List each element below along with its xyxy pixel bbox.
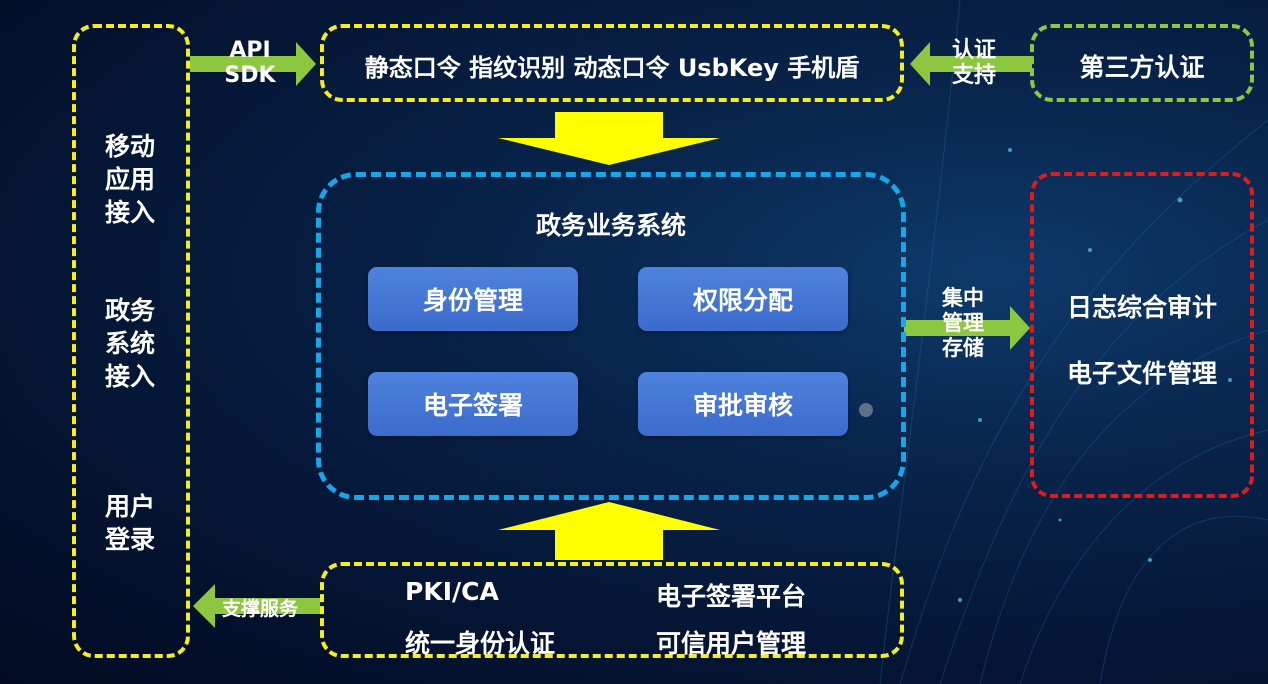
auth-methods-text: 静态口令 指纹识别 动态口令 UsbKey 手机盾 bbox=[364, 54, 860, 82]
storage-label: 集中 管理 存储 bbox=[942, 286, 984, 360]
platform-e-sign: 电子签署平台 bbox=[656, 582, 807, 611]
module-e-signing: 电子签署 bbox=[368, 372, 578, 436]
module-identity-management: 身份管理 bbox=[368, 267, 578, 331]
audit-log-label: 日志综合审计 bbox=[1066, 293, 1217, 322]
third-party-auth-label: 第三方认证 bbox=[1079, 53, 1205, 82]
gov-system-access-label: 政务 系统 接入 bbox=[104, 296, 155, 391]
support-service-label: 支撑服务 bbox=[222, 598, 299, 620]
arrow-storage bbox=[904, 306, 1030, 350]
audit-box bbox=[1030, 172, 1254, 498]
support-platform-box bbox=[320, 562, 904, 658]
e-file-management-label: 电子文件管理 bbox=[1066, 359, 1217, 388]
left-access-column bbox=[72, 24, 190, 658]
arrow-api-sdk bbox=[190, 42, 316, 86]
module-approval-review: 审批审核 bbox=[638, 372, 848, 436]
user-login-label: 用户 登录 bbox=[104, 492, 155, 554]
platform-trusted-user-mgmt: 可信用户管理 bbox=[656, 629, 807, 658]
arrow-down-to-core bbox=[498, 112, 720, 165]
arrow-auth-support bbox=[910, 42, 1032, 86]
platform-pki-ca: PKI/CA bbox=[405, 577, 499, 606]
api-sdk-label: API SDK bbox=[224, 38, 276, 88]
arrow-up-to-core bbox=[498, 502, 720, 560]
core-system-title: 政务业务系统 bbox=[535, 211, 686, 240]
auth-support-label: 认证 支持 bbox=[951, 38, 996, 88]
third-party-auth-box bbox=[1030, 24, 1254, 102]
platform-unified-identity: 统一身份认证 bbox=[405, 629, 556, 658]
auth-methods-box bbox=[320, 24, 904, 102]
module-permission-allocation: 权限分配 bbox=[638, 267, 848, 331]
core-gov-system-box bbox=[316, 172, 906, 500]
mobile-access-label: 移动 应用 接入 bbox=[104, 132, 155, 227]
arrow-support-service bbox=[193, 584, 320, 628]
